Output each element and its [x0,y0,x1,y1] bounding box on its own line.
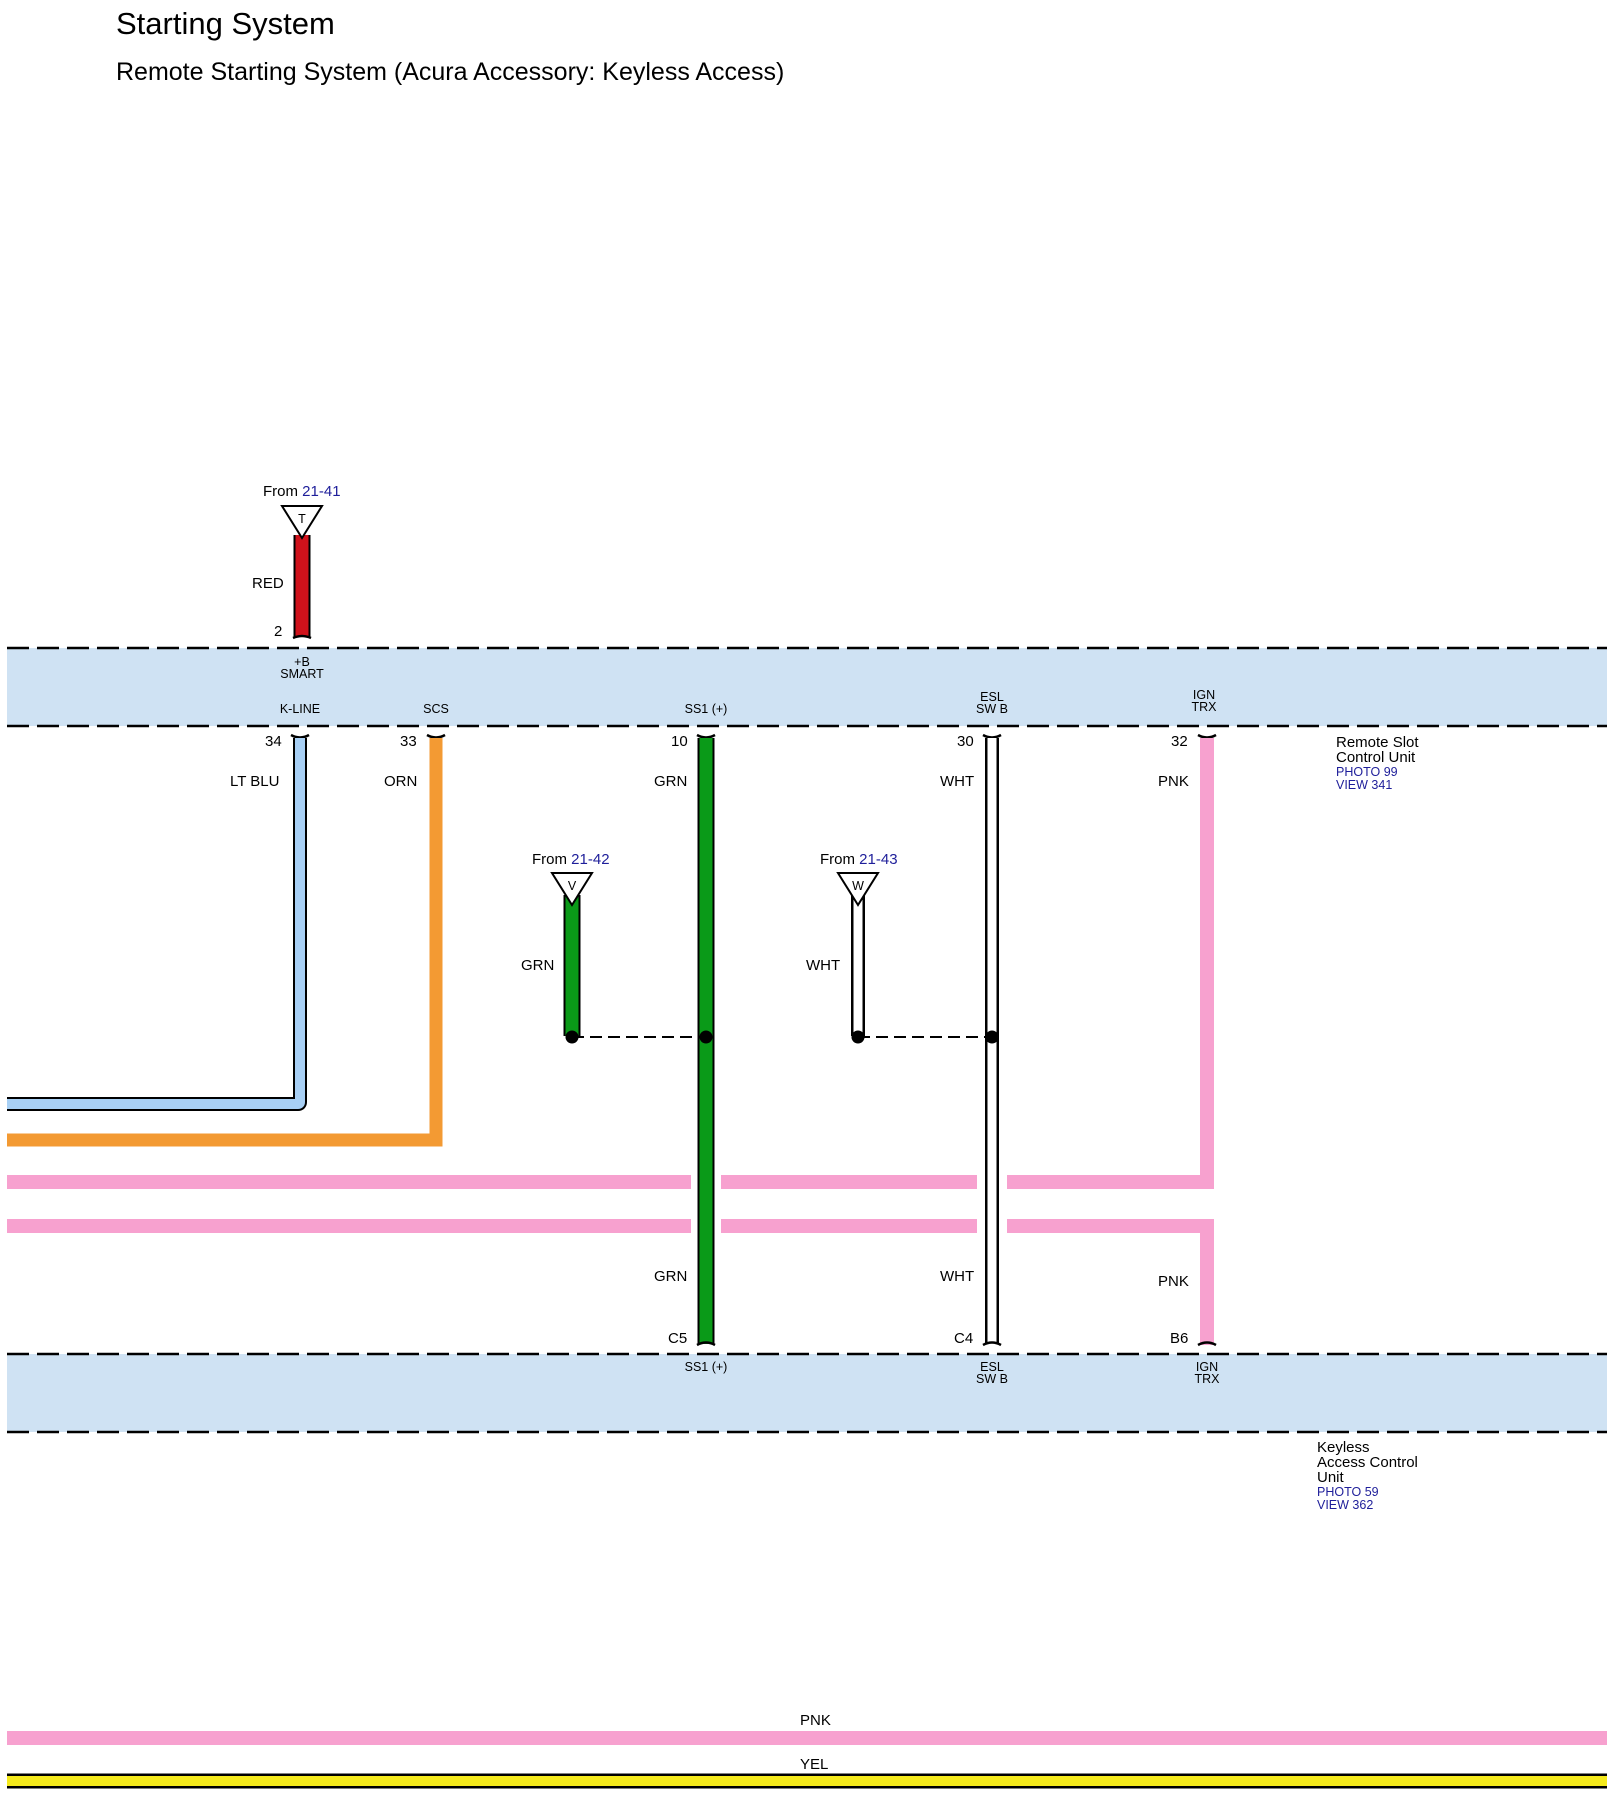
lt-blu-wire [7,738,307,1111]
connector-v-triangle [550,872,594,907]
pnk-wire-lower [7,1219,1214,1345]
pin-c4-terminal [982,1341,1002,1347]
page-title: Starting System [116,6,335,41]
wire-label-grn-lower: GRN [654,1268,687,1285]
from-text-w: From [820,851,855,868]
pin-number-b6: B6 [1170,1330,1188,1347]
pin-number-32: 32 [1171,733,1188,750]
signal-ign-line2-bottom: TRX [1195,1372,1221,1386]
remote-slot-view-link[interactable]: VIEW 341 [1336,778,1392,792]
connector-w-triangle [836,872,880,907]
signal-ign-line1-top: IGN [1193,688,1215,702]
signal-ss1-bottom: SS1 (+) [685,1360,728,1374]
keyless-unit-name-line1: Keyless [1317,1439,1370,1456]
wire-label-grn-v: GRN [521,957,554,974]
pin-number-30: 30 [957,733,974,750]
signal-ign-line2-top: TRX [1192,700,1218,714]
remote-slot-connector-band [7,648,1607,726]
pin-30-terminal [982,733,1002,739]
signal-esl-line2-top: SW B [976,702,1008,716]
pnk-wire-upper [7,738,1214,1189]
signal-ss1-top: SS1 (+) [685,702,728,716]
signal-scs: SCS [423,702,449,716]
wire-label-yel-bottom: YEL [800,1756,828,1773]
from-ref-link-w[interactable]: 21-43 [859,851,897,868]
from-label-v: From 21-42 [532,851,610,868]
wht-splice-dot [985,1030,999,1044]
pin-33-terminal [426,733,446,739]
wire-label-lt-blu: LT BLU [230,773,279,790]
connector-w-letter: W [852,879,864,893]
wire-label-pnk-bottom: PNK [800,1712,831,1729]
signal-b-smart-line2: SMART [280,667,324,681]
wire-label-red: RED [252,575,284,592]
wire-label-wht-w: WHT [806,957,840,974]
pin-number-c5: C5 [668,1330,687,1347]
pin-number-2: 2 [274,623,282,640]
keyless-unit-connector-band [7,1354,1607,1432]
pin-34-terminal [290,733,310,739]
wire-label-grn-top: GRN [654,773,687,790]
connector-v-letter: V [568,879,577,893]
pin-32-terminal [1197,733,1217,739]
pin-number-10: 10 [671,733,688,750]
wire-label-pnk-top: PNK [1158,773,1189,790]
from-text-v: From [532,851,567,868]
page-subtitle: Remote Starting System (Acura Accessory:… [116,58,785,86]
signal-esl-line1-top: ESL [980,690,1004,704]
remote-slot-name-line2: Control Unit [1336,749,1416,766]
wire-label-wht-top: WHT [940,773,974,790]
keyless-unit-name-line2: Access Control [1317,1454,1418,1471]
pin-c5-terminal [696,1341,716,1347]
from-text-t: From [263,483,298,500]
connector-t-letter: T [298,512,306,526]
keyless-unit-photo-link[interactable]: PHOTO 59 [1317,1485,1379,1499]
signal-b-smart-line1: +B [294,655,310,669]
pin-number-c4: C4 [954,1330,973,1347]
remote-slot-name-line1: Remote Slot [1336,734,1419,751]
from-label-w: From 21-43 [820,851,898,868]
pin-b6-terminal [1197,1341,1217,1347]
keyless-unit-name-line3: Unit [1317,1469,1345,1486]
from-ref-link-v[interactable]: 21-42 [571,851,609,868]
connector-t-triangle [280,505,324,540]
wire-label-wht-lower: WHT [940,1268,974,1285]
wire-label-orn: ORN [384,773,417,790]
pin-2-terminal [292,634,312,640]
grn-branch-dot [565,1030,579,1044]
pin-number-33: 33 [400,733,417,750]
wht-branch-dot [851,1030,865,1044]
pin-10-terminal [696,733,716,739]
from-label-t: From 21-41 [263,483,341,500]
signal-ign-line1-bottom: IGN [1196,1360,1218,1374]
from-ref-link-t[interactable]: 21-41 [302,483,340,500]
pin-number-34: 34 [265,733,282,750]
signal-esl-line2-bottom: SW B [976,1372,1008,1386]
orn-wire [7,738,443,1147]
wire-label-pnk-lower: PNK [1158,1273,1189,1290]
signal-esl-line1-bottom: ESL [980,1360,1004,1374]
remote-slot-photo-link[interactable]: PHOTO 99 [1336,765,1398,779]
grn-splice-dot [699,1030,713,1044]
keyless-unit-view-link[interactable]: VIEW 362 [1317,1498,1373,1512]
signal-k-line: K-LINE [280,702,320,716]
